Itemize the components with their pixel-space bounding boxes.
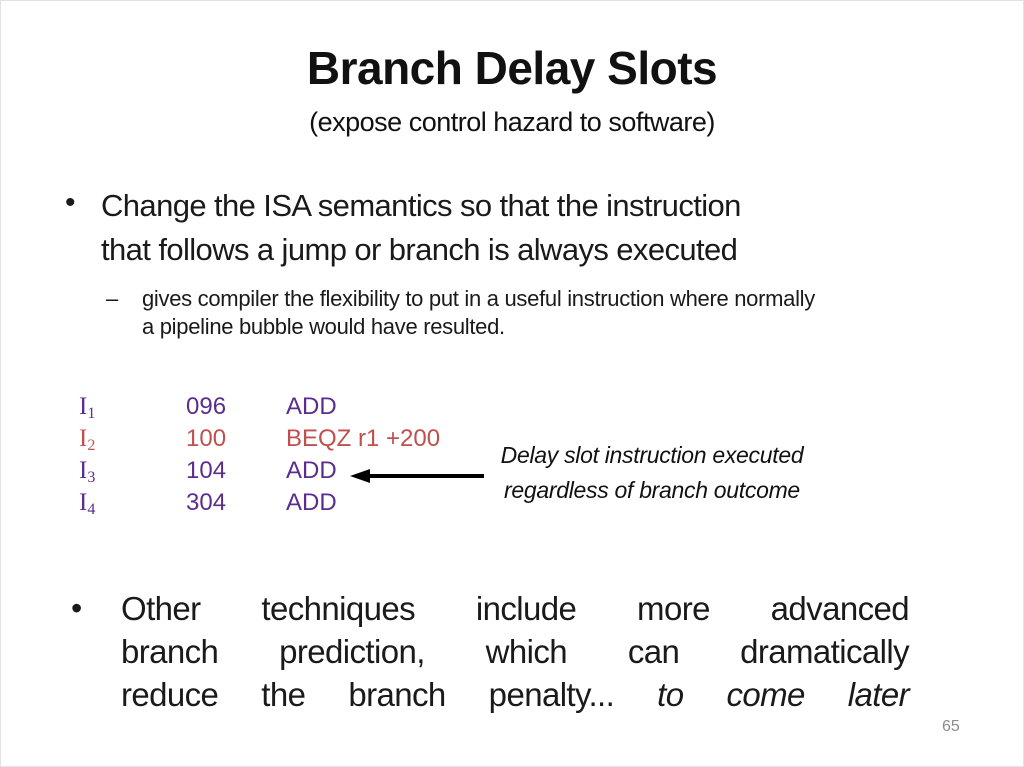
bullet-line: Change the ISA semantics so that the ins… [101,188,741,223]
instruction-opcode: BEQZ r1 +200 [286,425,441,452]
bullet-line: that follows a jump or branch is always … [101,232,738,267]
instruction-row: I2 100 BEQZ r1 +200 [79,423,440,455]
instruction-address: 304 [186,489,227,516]
instruction-address: 100 [186,425,227,452]
bullet-line: Other techniques include more advanced [121,590,910,627]
page-title: Branch Delay Slots [306,42,718,94]
page-number: 65 [942,718,960,735]
left-arrow-icon [350,469,484,483]
instruction-row: I4 304 ADD [79,487,440,519]
instruction-label: I1 [79,393,96,422]
bullet-marker: • [71,590,83,626]
sub-bullet-compiler-flexibility: – gives compiler the flexibility to put … [106,285,966,341]
sub-bullet-line: a pipeline bubble would have resulted. [142,314,505,339]
instruction-label: I4 [79,489,96,518]
bullet-line: reduce the branch penalty... to come lat… [121,676,910,713]
instruction-opcode: ADD [286,489,337,516]
delay-slot-annotation: Delay slot instruction executed regardle… [469,438,835,508]
instruction-listing: I1 096 ADD I2 100 BEQZ r1 +200 I3 104 AD… [79,391,440,519]
instruction-address: 096 [186,393,227,420]
instruction-label: I3 [79,457,96,486]
bullet-change-isa: • Change the ISA semantics so that the i… [63,184,973,272]
dash-marker: – [106,286,119,311]
sub-bullet-line: gives compiler the flexibility to put in… [142,286,815,311]
instruction-opcode: ADD [286,457,337,484]
instruction-label: I2 [79,425,96,454]
instruction-address: 104 [186,457,227,484]
page-subtitle: (expose control hazard to software) [309,107,715,137]
annotation-line: regardless of branch outcome [504,477,800,503]
bullet-marker: • [65,186,76,219]
instruction-row: I1 096 ADD [79,391,440,423]
bullet-line: branch prediction, which can dramaticall… [121,633,910,670]
instruction-opcode: ADD [286,393,337,420]
italic-phrase: to come later [657,676,909,713]
bullet-other-techniques: • Other techniques include more advanced… [71,587,910,716]
annotation-line: Delay slot instruction executed [500,442,804,468]
instruction-row: I3 104 ADD [79,455,440,487]
